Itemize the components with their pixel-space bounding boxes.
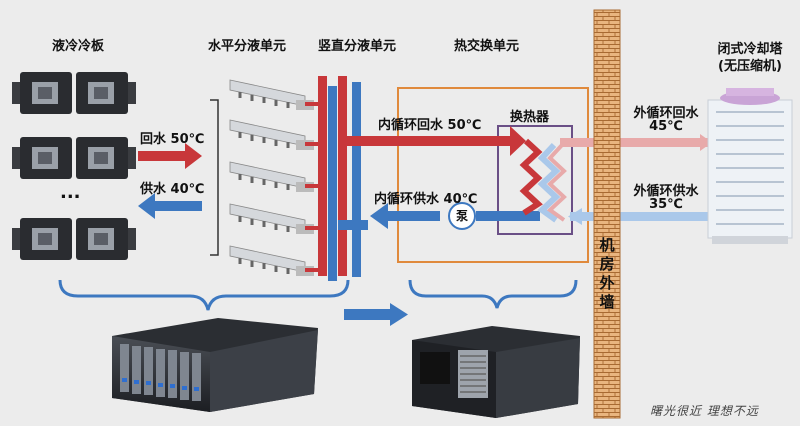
supply-water-label: 供水 40℃ <box>140 182 205 197</box>
wall-label: 机房外墙 <box>599 236 615 311</box>
pump-circle <box>448 202 476 230</box>
cooling-tower-subtitle: (无压缩机) <box>718 59 782 74</box>
outer-supply-temp: 35℃ <box>649 197 683 212</box>
cold-plate-group <box>12 72 136 260</box>
cdu-unit <box>412 326 580 418</box>
heat-exchange-unit-box <box>397 87 589 263</box>
outer-supply-arrowhead <box>568 208 582 225</box>
right-brace <box>408 279 578 309</box>
watermark: 曙光很近 理想不远 <box>650 404 759 418</box>
return-water-arrow <box>138 143 202 169</box>
outer-return-label: 外循环回水 <box>633 106 699 121</box>
cooling-tower-title: 闭式冷却塔 <box>717 42 783 57</box>
vertical-manifold <box>305 76 368 281</box>
pump-label: 泵 <box>455 209 468 223</box>
outer-supply-label: 外循环供水 <box>633 184 699 199</box>
cold-zigzag <box>537 142 561 223</box>
cooling-tower <box>707 88 793 244</box>
return-water-label: 回水 50℃ <box>140 132 205 147</box>
inner-supply-arrow <box>370 203 440 229</box>
horizontal-unit-title: 水平分液单元 <box>208 39 287 54</box>
bottom-flow-arrow-head <box>390 303 408 326</box>
inner-return-label: 内循环回水 50℃ <box>378 118 482 133</box>
heat-exchange-unit-title: 热交换单元 <box>454 39 520 54</box>
cold-plate-3 <box>12 218 136 260</box>
outer-zigzag <box>546 143 567 222</box>
horizontal-manifold-group <box>229 79 314 276</box>
heat-exchanger-box <box>497 125 573 235</box>
hot-zigzag <box>519 138 543 216</box>
horizontal-manifold-5 <box>229 245 314 276</box>
supply-water-arrow <box>138 193 202 219</box>
rack-server <box>112 318 318 412</box>
inner-supply-pipe-right <box>476 211 540 221</box>
cold-plate-1 <box>12 72 136 114</box>
inner-return-pipe <box>368 126 526 156</box>
inner-supply-label: 内循环供水 40℃ <box>374 192 478 207</box>
outer-return-temp: 45℃ <box>649 119 683 134</box>
horizontal-manifold-4 <box>229 203 314 234</box>
ellipsis-label: ... <box>60 182 81 203</box>
horizontal-manifold-1 <box>229 79 314 110</box>
manifold-bracket <box>210 99 219 256</box>
machine-room-wall <box>593 9 621 419</box>
cold-plate-2 <box>12 137 136 179</box>
cold-plate-title: 液冷冷板 <box>52 39 105 54</box>
bottom-flow-arrow-body <box>344 309 392 320</box>
heat-exchanger-label: 换热器 <box>510 110 550 125</box>
outer-return-arrowhead <box>700 134 712 151</box>
left-brace <box>58 279 350 311</box>
vertical-unit-title: 竖直分液单元 <box>318 39 397 54</box>
outer-supply-pipe <box>570 212 710 221</box>
horizontal-manifold-3 <box>229 161 314 192</box>
horizontal-manifold-2 <box>229 119 314 150</box>
outer-return-pipe <box>560 138 710 147</box>
